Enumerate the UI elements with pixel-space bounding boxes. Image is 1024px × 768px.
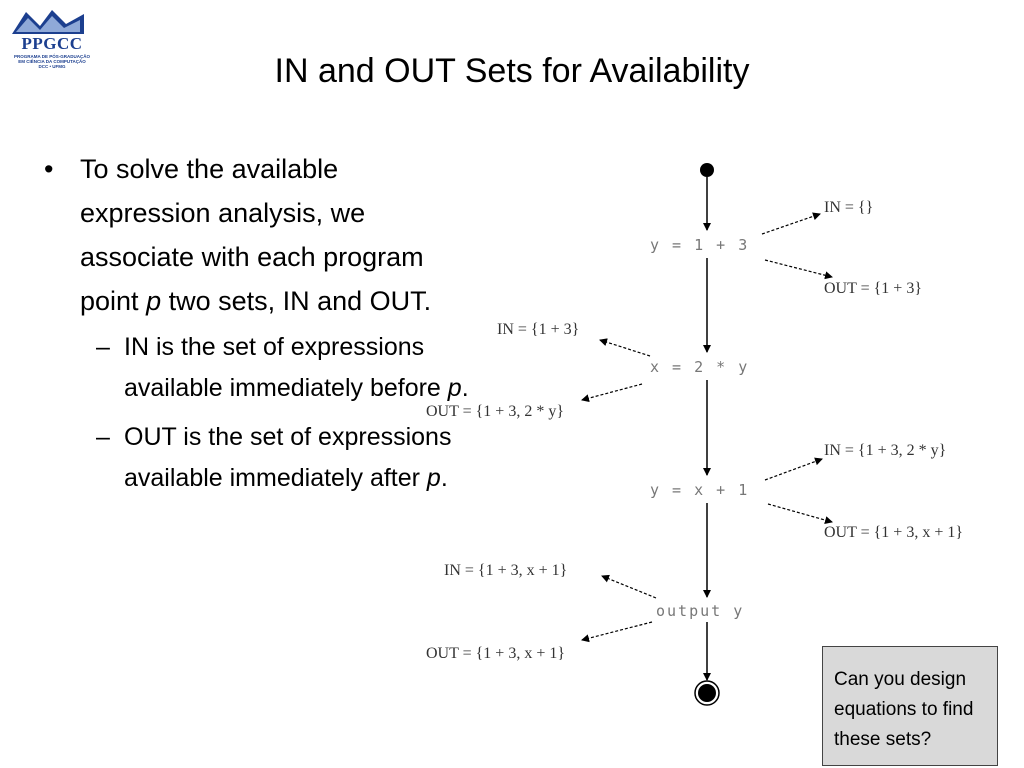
logo-line-3: DCC • UFMG (38, 64, 66, 69)
statement-3: y = x + 1 (650, 481, 749, 499)
slide-title: IN and OUT Sets for Availability (274, 52, 750, 90)
logo-line-1: PROGRAMA DE PÓS-GRADUAÇÃO (13, 54, 91, 59)
sub-bullet-in: – IN is the set of expressions available… (44, 327, 474, 409)
set-label-s2-out: OUT = {1 + 3, 2 * y} (426, 403, 564, 420)
set-arrow (599, 338, 651, 357)
sub-bullet-out: – OUT is the set of expressions availabl… (44, 417, 474, 499)
set-label-s1-in: IN = {} (824, 199, 873, 216)
main-bullet-text-end: two sets, IN and OUT. (161, 286, 432, 316)
set-label-s2-in: IN = {1 + 3} (497, 321, 579, 338)
set-label-s3-out: OUT = {1 + 3, x + 1} (824, 524, 963, 541)
sub-bullet-out-end: . (440, 464, 448, 492)
question-box: Can you design equations to find these s… (822, 646, 998, 766)
end-node-ring (694, 680, 720, 706)
statement-1: y = 1 + 3 (650, 236, 749, 254)
logo-name: PPGCC (21, 34, 83, 53)
start-node (700, 163, 714, 177)
main-bullet-text: To solve the available expression analys… (80, 154, 424, 316)
statement-2: x = 2 * y (650, 358, 749, 376)
set-label-s4-in: IN = {1 + 3, x + 1} (444, 562, 567, 579)
set-arrow (581, 621, 653, 643)
set-label-s4-out: OUT = {1 + 3, x + 1} (426, 645, 565, 662)
dash-icon: – (96, 423, 110, 451)
dash-icon: – (96, 333, 110, 361)
statement-4: output y (656, 602, 744, 620)
sub-bullet-in-var: p (447, 374, 462, 402)
set-arrow (767, 503, 833, 524)
sub-bullet-out-var: p (426, 464, 441, 492)
set-arrow (764, 457, 823, 481)
main-bullet: • To solve the available expression anal… (44, 147, 474, 323)
set-arrow (601, 574, 657, 599)
set-arrow (764, 259, 833, 280)
sub-bullet-out-text: OUT is the set of expressions available … (124, 423, 452, 492)
set-label-s1-out: OUT = {1 + 3} (824, 280, 922, 297)
bullet-list: • To solve the available expression anal… (44, 147, 474, 499)
ppgcc-logo: PPGCC PROGRAMA DE PÓS-GRADUAÇÃO EM CIÊNC… (6, 6, 91, 69)
logo-emblem-icon (12, 10, 84, 34)
set-arrow (581, 383, 643, 403)
bullet-dot-icon: • (44, 154, 54, 184)
sub-bullet-in-end: . (461, 374, 469, 402)
sub-bullet-in-text: IN is the set of expressions available i… (124, 333, 448, 402)
set-arrow (761, 212, 821, 235)
main-bullet-var: p (146, 286, 162, 316)
end-node (698, 684, 716, 702)
logo-line-2: EM CIÊNCIA DA COMPUTAÇÃO (18, 59, 86, 64)
set-label-s3-in: IN = {1 + 3, 2 * y} (824, 442, 946, 459)
